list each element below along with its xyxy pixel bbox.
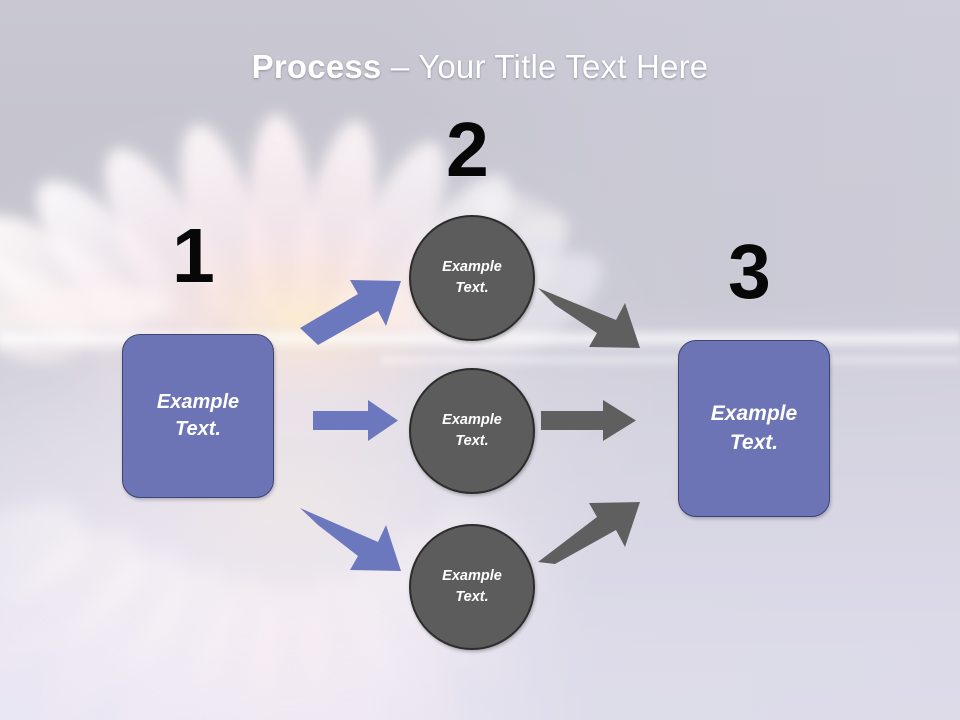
process-box-start[interactable]: Example Text. bbox=[122, 334, 274, 498]
process-circle-bottom-label-line2: Text. bbox=[455, 589, 489, 605]
arrow-box-to-circle-top bbox=[300, 278, 406, 346]
process-circle-bottom-label: Example Text. bbox=[442, 566, 502, 608]
process-circle-top-label-line2: Text. bbox=[455, 280, 489, 296]
page-title-bold: Process bbox=[251, 48, 382, 85]
arrow-circle-mid-to-box bbox=[541, 400, 637, 442]
process-box-start-label: Example Text. bbox=[157, 389, 239, 443]
process-circle-top-label-line1: Example bbox=[442, 258, 502, 275]
arrow-box-to-circle-mid bbox=[313, 400, 399, 442]
step-numeral-2: 2 bbox=[446, 107, 489, 193]
process-box-end-label: Example Text. bbox=[711, 400, 797, 457]
process-box-end[interactable]: Example Text. bbox=[678, 340, 830, 517]
arrow-circle-bottom-to-box bbox=[538, 500, 646, 566]
page-title-rest: – Your Title Text Here bbox=[381, 48, 709, 85]
process-circle-top[interactable]: Example Text. bbox=[409, 215, 535, 341]
process-box-start-label-line2: Text. bbox=[175, 418, 221, 440]
process-box-end-label-line2: Text. bbox=[729, 430, 779, 454]
step-numeral-1: 1 bbox=[172, 213, 215, 299]
process-circle-bottom-label-line1: Example bbox=[442, 567, 502, 584]
arrow-circle-top-to-box bbox=[538, 284, 646, 350]
process-circle-middle-label: Example Text. bbox=[442, 410, 502, 452]
step-numeral-3: 3 bbox=[728, 229, 771, 315]
process-box-start-label-line1: Example bbox=[156, 391, 240, 413]
process-circle-middle-label-line2: Text. bbox=[455, 433, 489, 449]
process-circle-middle-label-line1: Example bbox=[442, 411, 502, 428]
process-circle-top-label: Example Text. bbox=[442, 257, 502, 299]
arrow-box-to-circle-bottom bbox=[300, 505, 406, 573]
process-circle-middle[interactable]: Example Text. bbox=[409, 368, 535, 494]
process-circle-bottom[interactable]: Example Text. bbox=[409, 524, 535, 650]
process-box-end-label-line1: Example bbox=[710, 402, 798, 426]
page-title: Process – Your Title Text Here bbox=[0, 48, 960, 86]
